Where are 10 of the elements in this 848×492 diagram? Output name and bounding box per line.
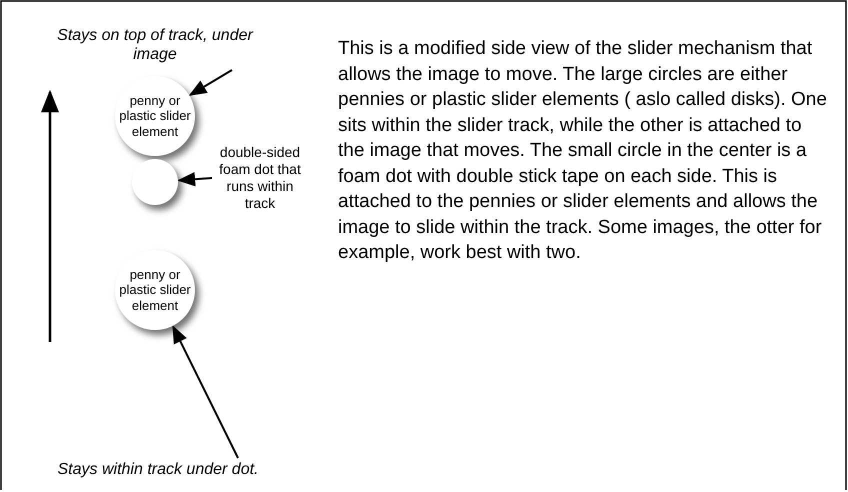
disk-label: penny or plastic slider element xyxy=(118,266,192,314)
arrow xyxy=(177,172,212,186)
annotation-text: double-sided foam dot that runs within track xyxy=(218,144,302,212)
arrow xyxy=(172,325,239,458)
arrow xyxy=(188,69,233,96)
description-paragraph: This is a modified side view of the slider mechanism that allows the image to move. The large circles are either pennies or plastic slider elements ( aslo called disks). One sits within the slider track, while the other is attached to the image that moves. The small circle in the center is a foam dot with double stick tape on each side. This is attached to the pennies or slider elements and allows the image to slide within the track. Some images, the otter for example, work best with two. xyxy=(338,37,828,265)
disk-label: penny or plastic slider element xyxy=(118,92,192,140)
annotation-text: Stays on top of track, under image xyxy=(56,26,254,64)
foam-dot xyxy=(132,159,178,205)
annotation-text: Stays within track under dot. xyxy=(58,460,258,480)
